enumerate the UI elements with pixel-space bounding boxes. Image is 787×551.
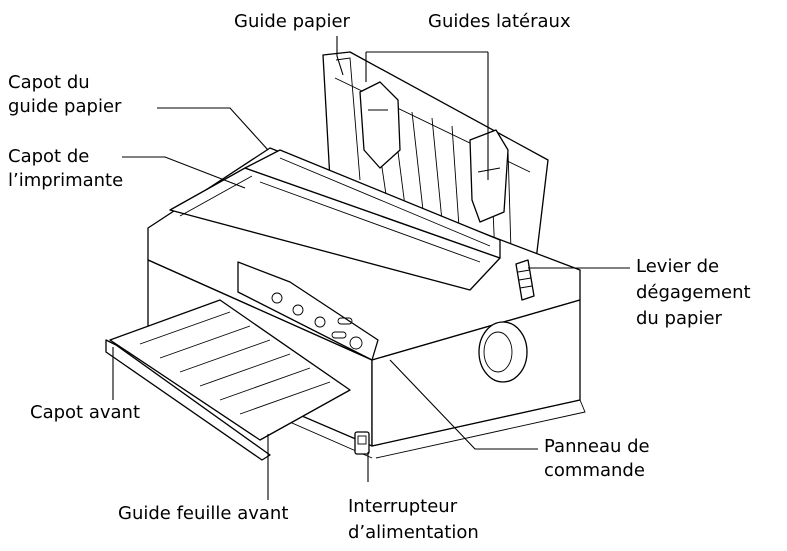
right-edge-guide [469,129,509,223]
label-capot-avant: Capot avant [30,402,140,423]
platen-knob [478,321,528,383]
label-guide-papier: Guide papier [234,11,350,32]
front-sheet-guide [109,299,351,441]
label-levier-line1: Levier de [636,256,720,277]
label-levier-line3: du papier [636,308,722,329]
leader-lines [112,36,630,500]
label-capot-imprimante-line2: l’imprimante [8,170,124,191]
label-panneau-line1: Panneau de [544,436,650,457]
label-capot-imprimante-line1: Capot de [8,146,90,167]
paper-release-lever [515,259,535,301]
label-capot-guide-papier-line1: Capot du [8,72,90,93]
label-interrupteur-line2: d’alimentation [348,522,479,543]
label-guide-feuille-avant: Guide feuille avant [118,503,289,524]
label-guides-lateraux: Guides latéraux [428,11,571,32]
front-cover [105,339,271,461]
power-switch [354,431,370,455]
label-panneau-line2: commande [544,460,645,481]
label-capot-guide-papier-line2: guide papier [8,96,122,117]
label-levier-line2: dégagement [636,282,751,303]
paper-guide-cover [244,149,501,259]
left-edge-guide [359,81,401,169]
label-interrupteur-line1: Interrupteur [348,496,458,517]
control-panel [237,261,379,361]
